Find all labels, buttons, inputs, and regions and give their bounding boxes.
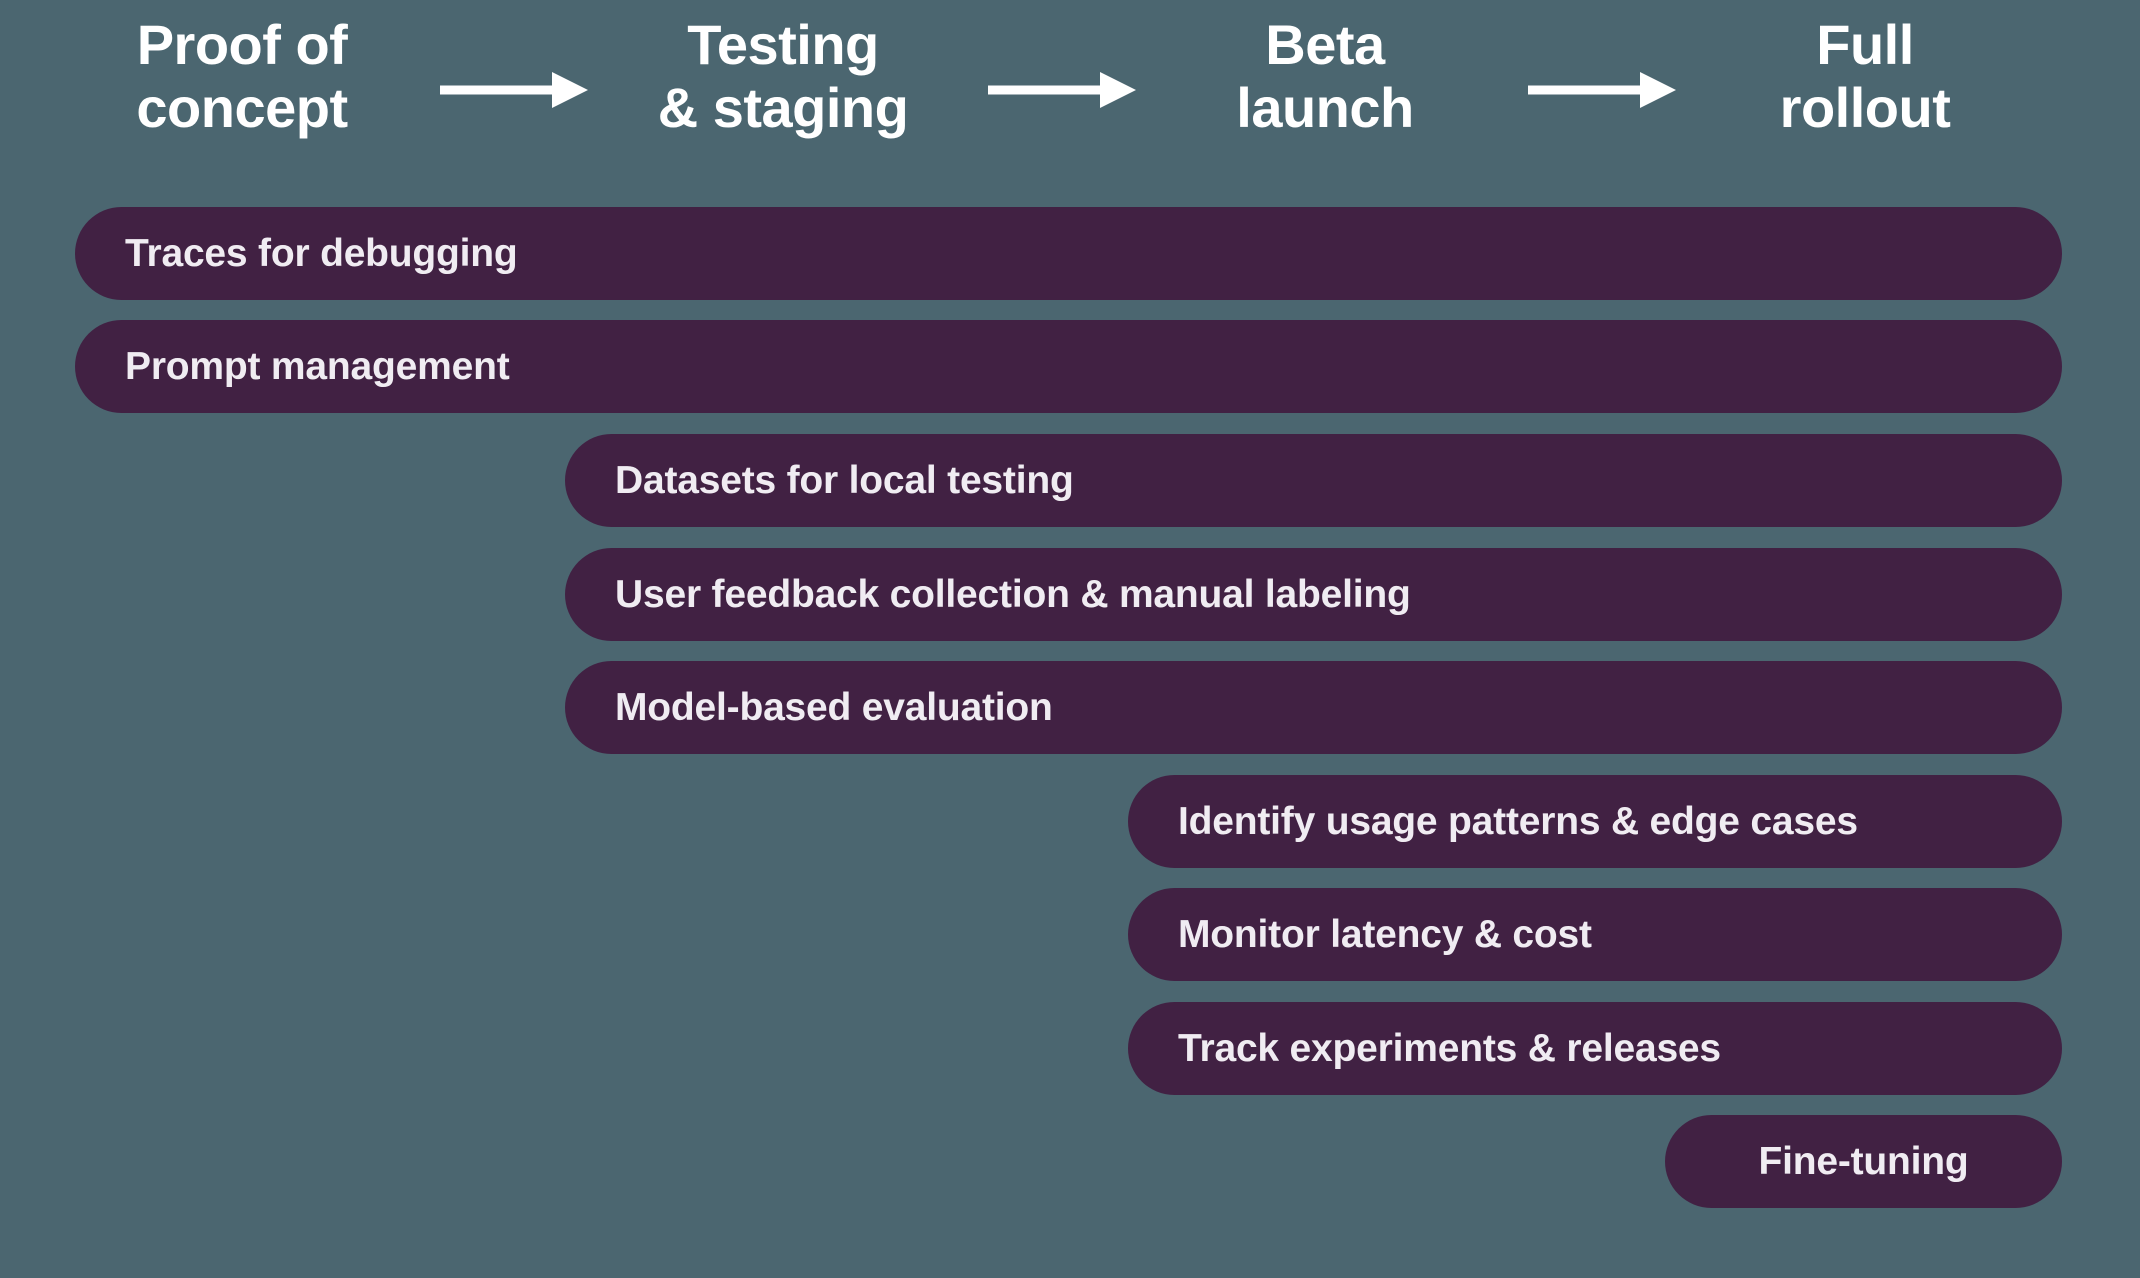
stage-label-1: Proof of concept (136, 13, 348, 139)
arrow-testing-to-beta-icon (988, 70, 1136, 110)
capability-bar-label: Monitor latency & cost (1178, 912, 1592, 956)
capability-bar[interactable]: Fine-tuning (1665, 1115, 2062, 1208)
capability-bar[interactable]: Prompt management (75, 320, 2062, 413)
capability-bar-label: Identify usage patterns & edge cases (1178, 799, 1858, 843)
capability-bar[interactable]: Model-based evaluation (565, 661, 2062, 754)
capability-bar-label: Model-based evaluation (615, 685, 1053, 729)
capability-bar[interactable]: Monitor latency & cost (1128, 888, 2062, 981)
stage-header-row: Proof of concept Testing & staging Beta la… (0, 0, 2140, 180)
capability-bar-label: Track experiments & releases (1178, 1026, 1721, 1070)
arrow-beta-to-rollout-icon (1528, 70, 1676, 110)
capability-bar-label: Traces for debugging (125, 231, 518, 275)
capability-bar-label: User feedback collection & manual labeli… (615, 572, 1411, 616)
capability-bar[interactable]: User feedback collection & manual labeli… (565, 548, 2062, 641)
capability-bar-label: Datasets for local testing (615, 458, 1074, 502)
capability-bar-label: Fine-tuning (1758, 1139, 1969, 1183)
capability-bar[interactable]: Track experiments & releases (1128, 1002, 2062, 1095)
capability-bar[interactable]: Traces for debugging (75, 207, 2062, 300)
arrow-poc-to-testing-icon (440, 70, 588, 110)
stage-label-4: Full rollout (1779, 13, 1951, 139)
capability-bar-label: Prompt management (125, 344, 510, 388)
capability-bar[interactable]: Datasets for local testing (565, 434, 2062, 527)
stage-label-3: Beta launch (1236, 13, 1414, 139)
capability-bar[interactable]: Identify usage patterns & edge cases (1128, 775, 2062, 868)
stage-label-2: Testing & staging (657, 13, 909, 139)
